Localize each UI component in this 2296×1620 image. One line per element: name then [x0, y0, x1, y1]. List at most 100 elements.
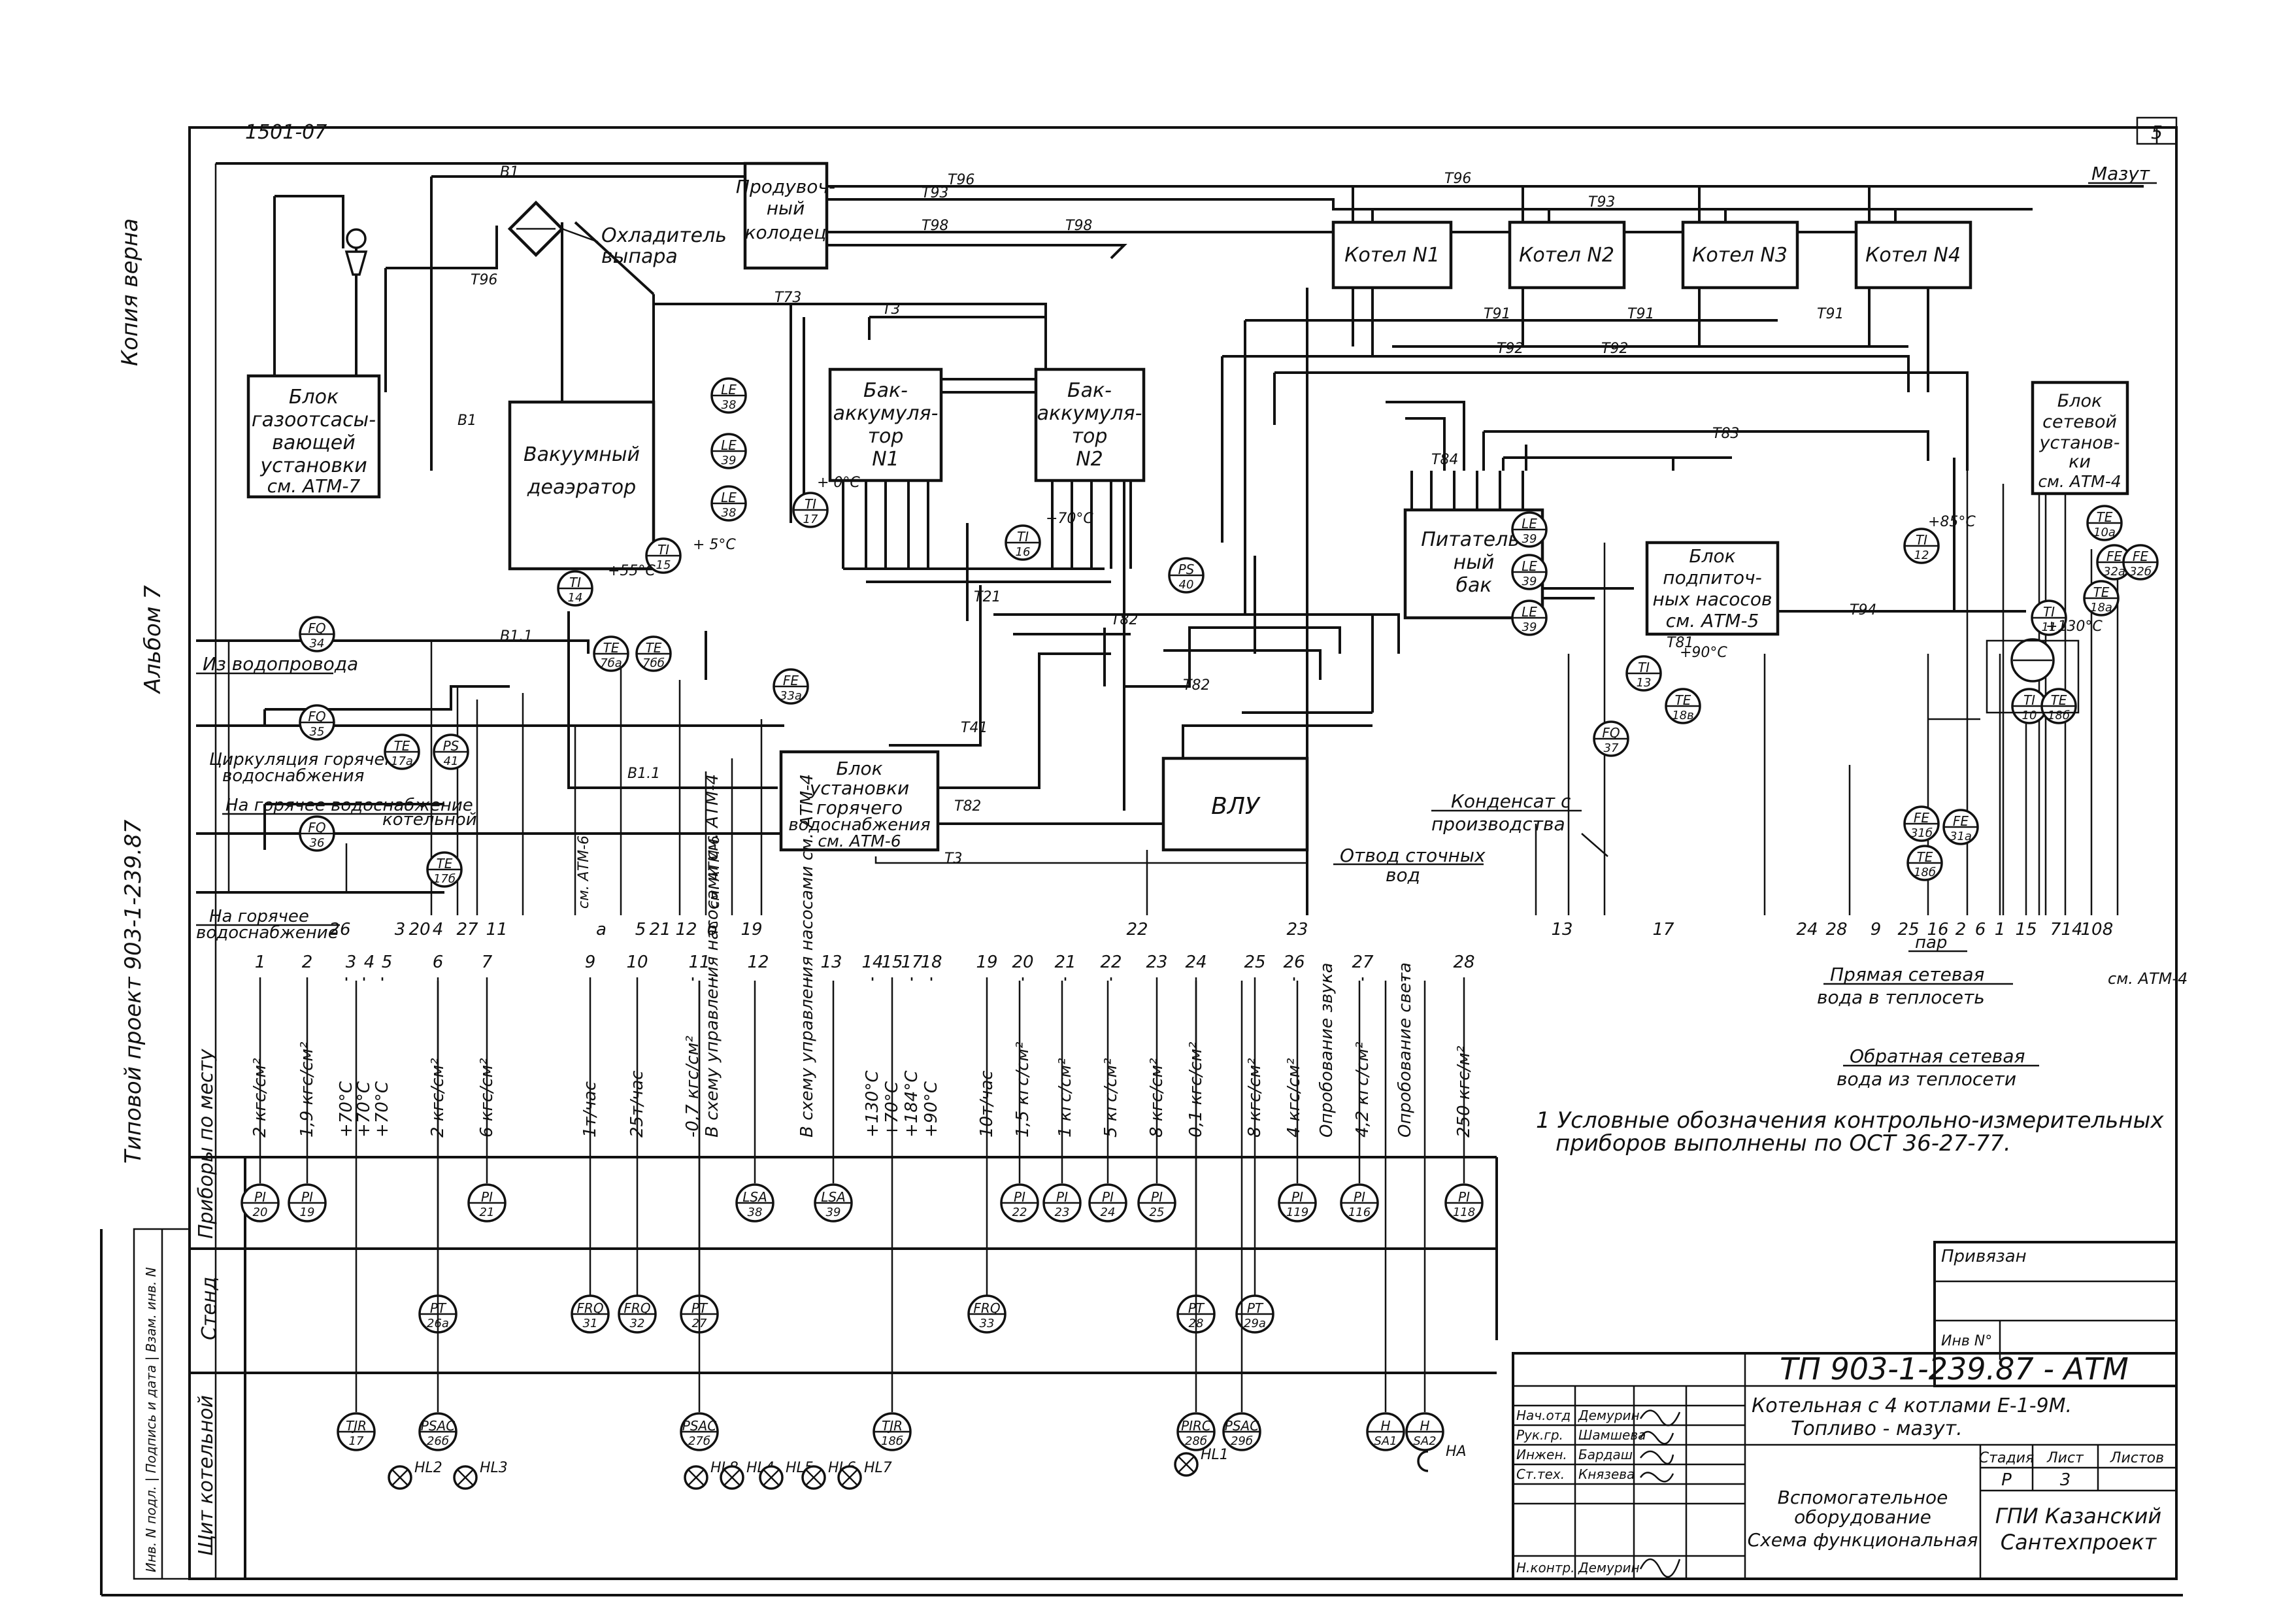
instrument-tag: TE	[1675, 692, 1691, 708]
line-code: Т41	[961, 720, 988, 736]
instrument-tag: FE	[1953, 813, 1969, 829]
instrument-number: 33а	[780, 689, 802, 703]
instrument-number: 41	[444, 754, 459, 768]
column-value: +70°C	[337, 1081, 356, 1138]
instrument-number: 21	[480, 1206, 495, 1219]
instrument-number: 38	[722, 398, 737, 412]
instrument-tag: PI	[1102, 1189, 1114, 1205]
instrument-tag: TE	[2097, 509, 2113, 525]
connection-number: 16	[1927, 920, 1948, 939]
instrument-tag: LSA	[821, 1189, 846, 1205]
vent-cooler: Охладитель выпара	[507, 200, 727, 268]
signature	[1639, 1430, 1674, 1445]
instrument-number: 18б	[2048, 709, 2070, 722]
instrument-number: 24	[1101, 1206, 1116, 1219]
instrument-number: 39	[1522, 620, 1537, 634]
svg-text:+55°C: +55°C	[608, 563, 656, 579]
signal-lamp: HL7	[837, 1460, 892, 1490]
instrument-number: 14	[568, 591, 583, 605]
svg-text:Циркуляция горячего: Циркуляция горячего	[209, 750, 404, 769]
instrument-tag: PSAC	[1225, 1418, 1259, 1434]
instrument-number: 119	[1286, 1206, 1308, 1219]
instrument-tag: PI	[1014, 1189, 1025, 1205]
svg-text:подпиточ-: подпиточ-	[1663, 567, 1761, 588]
svg-text:ки: ки	[2069, 452, 2091, 472]
line-code: Т96	[471, 272, 497, 288]
instrument-tag: FRQ	[624, 1300, 650, 1316]
signal-lamp-label: HL3	[480, 1460, 508, 1476]
svg-text:+ 5°C: + 5°C	[693, 537, 736, 553]
signature	[1639, 1558, 1681, 1578]
column-number: 28	[1453, 953, 1474, 972]
svg-text:Блок: Блок	[289, 386, 339, 409]
instrument-tag: FRQ	[576, 1300, 603, 1316]
svg-text:1 Условные обозначения контрол: 1 Условные обозначения контрольно-измери…	[1536, 1107, 2164, 1134]
sheet-number: 5	[2151, 122, 2163, 143]
instrument-number: 29б	[1231, 1434, 1253, 1448]
connection-number: 15	[2015, 920, 2037, 939]
connection-number: 9	[1871, 920, 1882, 939]
column-value: +90°C	[922, 1081, 941, 1138]
line-code: Т91	[1484, 306, 1510, 322]
line-code: Т96	[948, 172, 974, 188]
line-code: Т3	[944, 851, 962, 867]
svg-text:Привязан: Привязан	[1941, 1247, 2027, 1266]
connection-number: 24	[1796, 920, 1818, 939]
column-value: 4 кгс/см²	[1284, 1058, 1304, 1138]
svg-text:Вспомогательное: Вспомогательное	[1778, 1487, 1948, 1508]
instrument-number: 23	[1055, 1206, 1070, 1219]
instrument-tag: TE	[646, 640, 662, 656]
svg-text:см. АТМ-4: см. АТМ-4	[2108, 970, 2188, 988]
svg-text:Обратная сетевая: Обратная сетевая	[1850, 1045, 2025, 1067]
accumulator-valves	[842, 481, 1132, 583]
instrument-number: 18б	[1914, 866, 1936, 879]
instrument-tag: TI	[1017, 529, 1029, 545]
binding-strip-text: Инв. N подл. | Подпись и дата | Взам. ин…	[143, 1267, 159, 1572]
instrument-number: 39	[1522, 575, 1537, 588]
instrument-tag: TE	[2093, 584, 2110, 600]
column-number: 11	[688, 953, 710, 972]
instrument-tag: FQ	[308, 709, 325, 724]
svg-text:+85°C: +85°C	[1928, 514, 1976, 530]
column-number: 20	[1012, 953, 1033, 972]
column-value: В схему управления насосами см. АТМ-4	[703, 774, 722, 1138]
instrument-tag: TE	[437, 856, 453, 871]
svg-text:Топливо - мазут.: Топливо - мазут.	[1791, 1417, 1963, 1440]
instrument-tag: PSAC	[682, 1418, 716, 1434]
column-number: 25	[1244, 953, 1265, 972]
line-code: Т96	[1444, 171, 1471, 187]
column-number: 7	[482, 953, 493, 972]
temperature-labels: +55°C + 5°C + 0°C +70°C +90°C +85°C +130…	[608, 475, 2103, 661]
svg-text:Блок: Блок	[1689, 545, 1735, 567]
instrument-number: 32	[630, 1317, 645, 1330]
instrument-number: 39	[1522, 532, 1537, 546]
svg-text:Котел N2: Котел N2	[1519, 244, 1614, 267]
svg-text:Рук.гр.: Рук.гр.	[1516, 1427, 1563, 1443]
instrument-tag: TI	[1916, 532, 1927, 548]
instrument-number: 31а	[1950, 830, 1972, 843]
instrument-number: 10	[2022, 709, 2037, 722]
instrument-number: 17	[803, 513, 818, 526]
column-value: 1,5 кгс/см²	[1013, 1042, 1033, 1138]
svg-text:Котельная с 4 котлами Е-1-9М.: Котельная с 4 котлами Е-1-9М.	[1752, 1394, 2072, 1417]
instrument-tag: FRQ	[973, 1300, 1000, 1316]
column-number: 24	[1185, 953, 1206, 972]
accumulator-tank-1: Бак- аккумуля- тор N1	[828, 367, 943, 482]
side-copy-note: Копия верна	[117, 218, 143, 366]
column-number: 6	[433, 953, 444, 972]
column-value: +184°C	[902, 1070, 922, 1138]
